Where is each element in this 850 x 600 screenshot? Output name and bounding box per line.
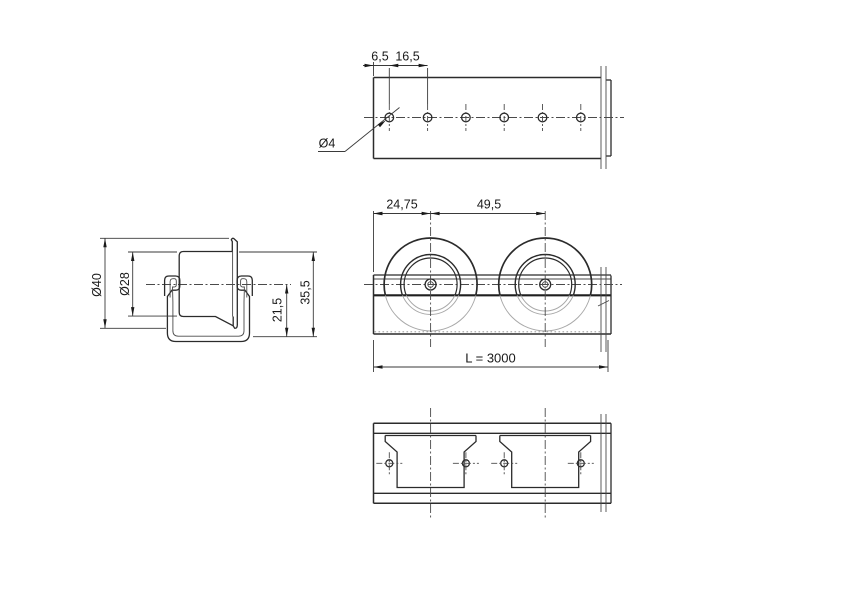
side-view-overall-height-dimension: 35,5 <box>239 251 317 338</box>
dim-length-label: L = 3000 <box>465 351 515 366</box>
dim-hole-pitch-label: 16,5 <box>395 50 419 64</box>
break-tick <box>597 300 610 307</box>
front-view-rail <box>372 267 612 352</box>
side-view-roller-dia-dimension: Ø28 <box>118 251 177 317</box>
top-view-dimensions: 6,5 16,5 <box>363 50 429 104</box>
side-view-axis-height-dimension: 21,5 <box>271 284 289 337</box>
hole-diameter-callout: Ø4 <box>318 107 400 152</box>
bottom-view <box>372 408 612 519</box>
dim-hole-dia-label: Ø4 <box>319 137 336 151</box>
dim-axis-height-label: 21,5 <box>271 298 285 322</box>
roller-1-bottom <box>384 408 477 519</box>
top-view-strip-outline <box>372 66 612 169</box>
side-view-roller <box>178 237 238 329</box>
dim-roller-offset-label: 24,75 <box>386 198 417 212</box>
top-view-holes <box>384 104 586 131</box>
bottom-view-holes <box>376 452 594 475</box>
dim-overall-height-label: 35,5 <box>299 280 313 304</box>
roller-1-front <box>383 211 478 347</box>
front-view-pitch-dimensions: 24,75 49,5 <box>373 198 546 272</box>
side-view-flange-dia-dimension: Ø40 <box>90 237 229 329</box>
front-view: 24,75 49,5 L = 3000 <box>364 198 622 372</box>
dim-hole-offset-label: 6,5 <box>371 50 388 64</box>
side-view-channel <box>163 275 253 343</box>
side-view: Ø40 Ø28 21,5 35,5 <box>90 237 317 343</box>
dim-roller-dia-label: Ø28 <box>118 272 132 296</box>
top-view: 6,5 16,5 Ø4 <box>318 50 624 169</box>
front-view-length-dimension: L = 3000 <box>373 340 609 372</box>
bottom-view-rail <box>372 414 612 512</box>
roller-2-front <box>497 211 593 347</box>
roller-2-bottom <box>499 408 592 519</box>
dim-roller-pitch-label: 49,5 <box>477 198 501 212</box>
dim-flange-dia-label: Ø40 <box>90 273 104 297</box>
